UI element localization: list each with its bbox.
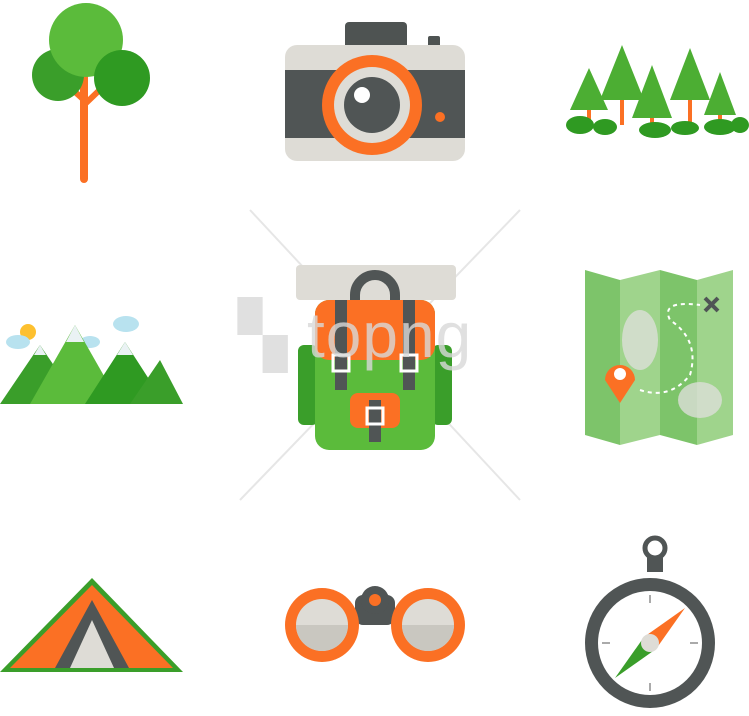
pine-forest-icon (566, 45, 749, 138)
backpack-icon (296, 265, 456, 450)
camera-icon (285, 22, 465, 161)
binoculars-icon (285, 586, 465, 662)
tree-icon (32, 3, 150, 183)
watermark: ▚ topng (238, 299, 473, 371)
tent-icon (0, 578, 183, 672)
map-icon (585, 270, 733, 445)
mountains-icon (0, 316, 183, 404)
compass-icon (585, 535, 715, 708)
